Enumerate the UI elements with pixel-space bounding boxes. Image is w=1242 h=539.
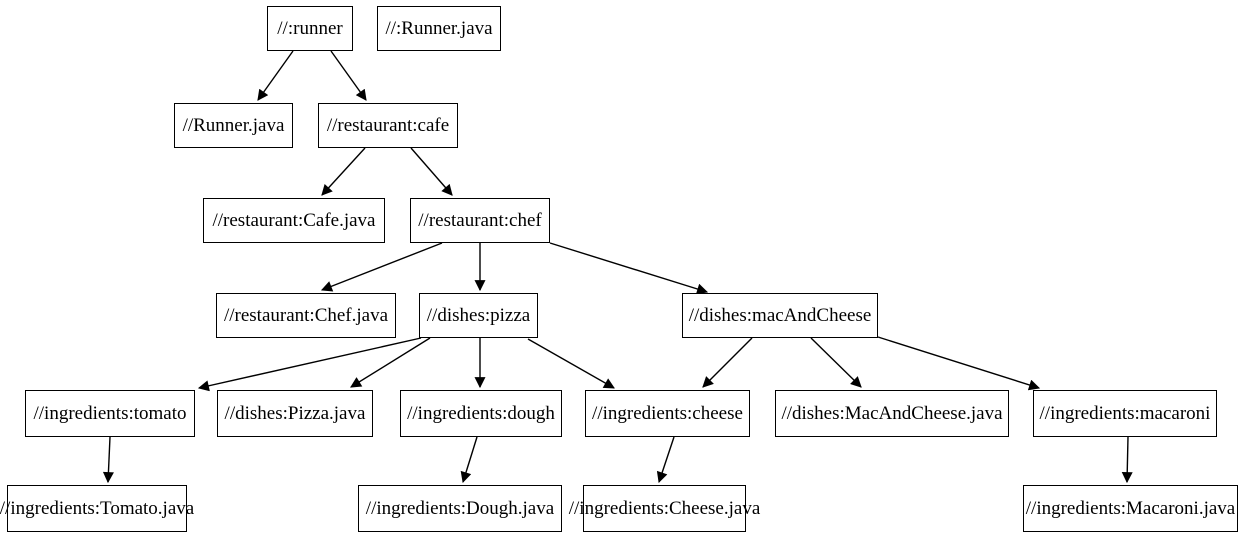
node-cheese: //ingredients:cheese [585,390,750,437]
node-cafe-java: //restaurant:Cafe.java [203,198,385,243]
edges-group [102,50,1133,484]
node-pizza-java: //dishes:Pizza.java [217,390,373,437]
node-label: //restaurant:chef [418,210,542,231]
node-label: //ingredients:Dough.java [365,498,555,519]
edge-pizza-to-cheese [527,338,615,389]
node-cafe: //restaurant:cafe [318,103,458,148]
edge-mac-and-cheese-to-cheese [702,337,753,388]
node-dough: //ingredients:dough [400,390,562,437]
edge-pizza-to-tomato [197,337,422,392]
node-tomato: //ingredients:tomato [25,390,195,437]
node-runner-java-root: //:Runner.java [377,6,501,51]
node-label: //ingredients:tomato [33,403,187,424]
edge-runner-to-cafe [330,50,367,101]
node-label: //:Runner.java [385,18,493,39]
node-label: //restaurant:Chef.java [223,305,389,326]
node-label: //ingredients:cheese [592,403,743,424]
node-label: //ingredients:Tomato.java [0,498,195,519]
edge-macaroni-to-macaroni-java [1121,436,1133,484]
node-label: //dishes:Pizza.java [224,403,366,424]
node-label: //ingredients:dough [407,403,555,424]
node-label: //dishes:pizza [426,305,531,326]
edge-chef-to-mac-and-cheese [549,242,709,295]
node-label: //ingredients:Cheese.java [568,498,761,519]
node-label: //restaurant:cafe [326,115,450,136]
edge-chef-to-chef-java [320,242,443,292]
node-runner: //:runner [267,6,353,51]
edge-cheese-to-cheese-java [656,436,675,484]
node-dough-java: //ingredients:Dough.java [358,485,562,532]
node-label: //ingredients:Macaroni.java [1025,498,1236,519]
edge-cafe-to-cafe-java [321,147,366,196]
node-mac-and-cheese: //dishes:macAndCheese [682,293,878,338]
edge-dough-to-dough-java [460,436,478,484]
edge-mac-and-cheese-to-mac-and-cheese-java [810,337,862,388]
node-label: //dishes:MacAndCheese.java [781,403,1003,424]
node-macaroni: //ingredients:macaroni [1033,390,1217,437]
edge-mac-and-cheese-to-macaroni [877,336,1041,391]
node-pizza: //dishes:pizza [419,293,538,338]
node-label: //Runner.java [182,115,285,136]
node-runner-java: //Runner.java [174,103,293,148]
edge-cafe-to-chef [410,147,453,196]
node-label: //restaurant:Cafe.java [212,210,376,231]
node-chef: //restaurant:chef [410,198,550,243]
edge-tomato-to-tomato-java [102,436,114,484]
node-macaroni-java: //ingredients:Macaroni.java [1023,485,1238,532]
edge-pizza-to-pizza-java [350,337,431,388]
node-cheese-java: //ingredients:Cheese.java [569,485,760,532]
edge-runner-to-runner-java [257,50,294,101]
node-chef-java: //restaurant:Chef.java [216,293,396,338]
node-tomato-java: //ingredients:Tomato.java [0,485,194,532]
node-label: //dishes:macAndCheese [688,305,872,326]
node-mac-and-cheese-java: //dishes:MacAndCheese.java [775,390,1009,437]
node-label: //:runner [277,18,343,39]
node-label: //ingredients:macaroni [1039,403,1211,424]
